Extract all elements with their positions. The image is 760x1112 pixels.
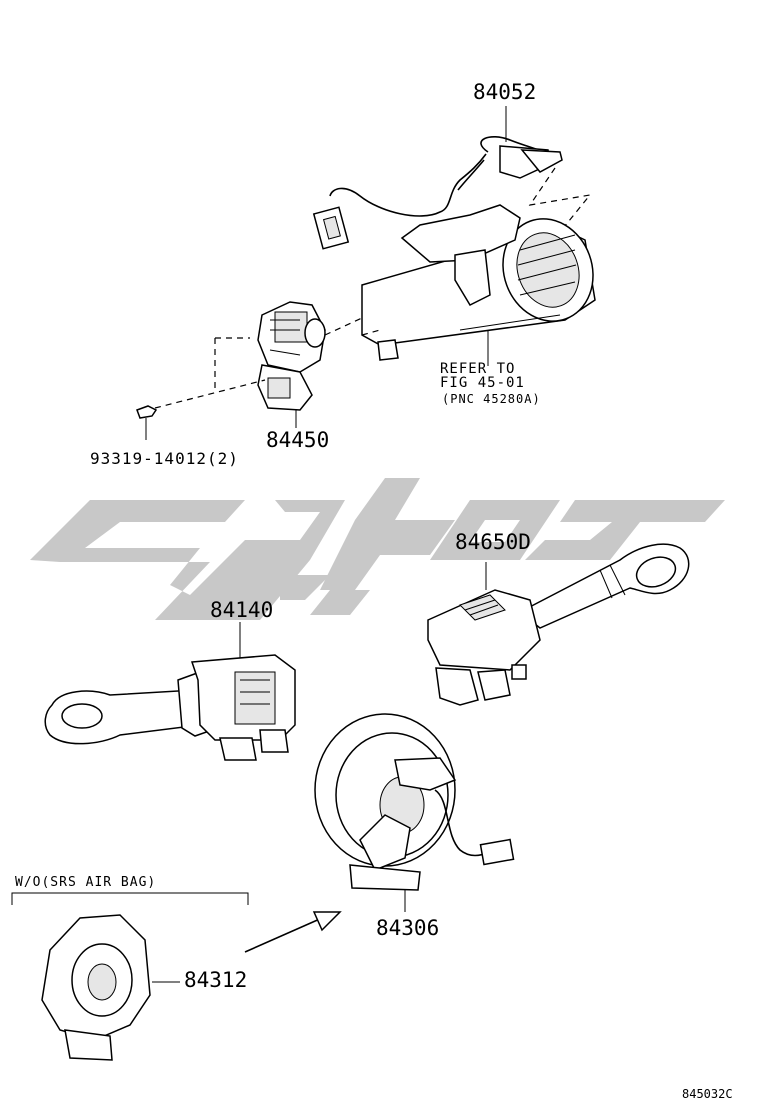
part-84450 [257, 301, 326, 411]
part-number-84312: 84312 [184, 968, 248, 992]
part-84140 [44, 622, 296, 761]
part-84650d [427, 543, 690, 706]
drawing-code: 845032C [682, 1087, 733, 1101]
wo-srs-note: W/O(SRS AIR BAG) [15, 875, 157, 890]
part-number-84052: 84052 [473, 80, 537, 104]
refer-line-1: REFER TO [440, 361, 516, 377]
part-number-84140: 84140 [210, 598, 274, 622]
refer-line-3: (PNC 45280A) [442, 392, 541, 406]
part-number-84650d: 84650D [455, 530, 531, 554]
part-84312 [11, 892, 249, 1061]
lock-cylinder-housing [361, 204, 596, 361]
replacement-arrow [244, 911, 342, 953]
part-84052-wire [312, 106, 563, 250]
watermark-logo [30, 478, 725, 620]
part-84306 [314, 713, 515, 912]
screw-93319 [136, 405, 158, 440]
refer-line-2: FIG 45-01 [440, 375, 525, 391]
part-number-84450: 84450 [266, 428, 330, 452]
part-number-84306: 84306 [376, 916, 440, 940]
part-number-93319: 93319-14012(2) [90, 449, 239, 468]
